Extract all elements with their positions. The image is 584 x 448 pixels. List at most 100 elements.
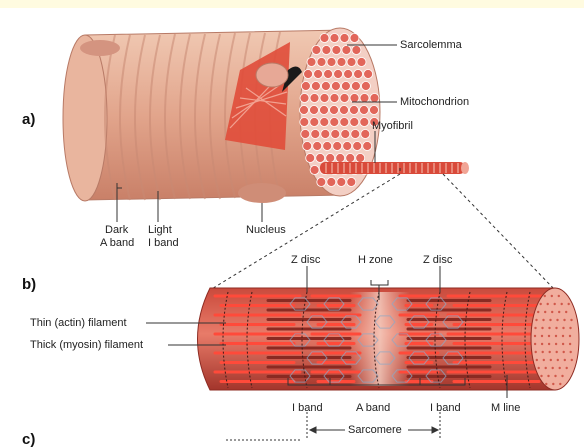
label-a-band-a: A band	[100, 237, 134, 249]
myofibril-cross-dot	[340, 106, 349, 115]
end-cap-dot	[551, 311, 553, 313]
panel-c-label: c)	[22, 432, 35, 448]
myofibril-cross-dot	[342, 46, 351, 55]
myofibril-cross-dot	[310, 118, 319, 127]
end-cap-dot	[557, 359, 559, 361]
myofibril-cross-dot	[317, 178, 326, 187]
myofibril-cross-dot	[351, 130, 360, 139]
label-z-disc-left: Z disc	[291, 254, 320, 266]
myofibril-cross-dot	[316, 154, 325, 163]
end-cap-dot	[541, 335, 543, 337]
end-cap-dot	[540, 303, 542, 305]
end-cap-dot	[559, 367, 561, 369]
myofibril-cross-dot	[301, 82, 310, 91]
myofibril-cross-dot	[310, 166, 319, 175]
myofibril-cross-dot	[350, 118, 359, 127]
end-cap-dot	[534, 343, 536, 345]
end-cap-dot	[544, 311, 546, 313]
myofibril-cross-dot	[337, 178, 346, 187]
myofibril-cross-dot	[370, 94, 379, 103]
myofibril-cross-dot	[341, 82, 350, 91]
myofibril-cross-dot	[337, 58, 346, 67]
myofibril-cross-dot	[307, 58, 316, 67]
myofibril-cross-dot	[324, 70, 333, 79]
myofibril-cross-dot	[364, 70, 373, 79]
myofibril-cross-dot	[303, 142, 312, 151]
myofibril-cross-dot	[336, 154, 345, 163]
surface-nucleus	[80, 40, 120, 56]
myofibril-cross-dot	[361, 130, 370, 139]
end-cap-dot	[554, 303, 556, 305]
end-cap-dot	[552, 383, 554, 385]
label-dark: Dark	[105, 224, 128, 236]
end-cap-dot	[541, 327, 543, 329]
end-cap-dot	[548, 327, 550, 329]
end-cap-dot	[559, 383, 561, 385]
myofibril-cross-dot	[310, 94, 319, 103]
myofibril-cross-dot	[322, 46, 331, 55]
end-cap-dot	[542, 319, 544, 321]
end-cap-dot	[535, 351, 537, 353]
myofibril-magnified	[198, 288, 580, 390]
myofibril-cross-dot	[360, 106, 369, 115]
label-sarcolemma: Sarcolemma	[400, 39, 462, 51]
myofibril-cross-dot	[370, 106, 379, 115]
myofibril-cross-dot	[360, 118, 369, 127]
end-cap-dot	[558, 311, 560, 313]
myofibril-cross-dot	[304, 70, 313, 79]
myofibril-cross-dot	[301, 130, 310, 139]
myofibril-cross-dot	[331, 82, 340, 91]
end-cap-dot	[569, 343, 571, 345]
label-thin-filament: Thin (actin) filament	[30, 317, 127, 329]
myofibril-cross-dot	[310, 106, 319, 115]
end-cap-dot	[547, 375, 549, 377]
label-i-band-left: I band	[292, 402, 323, 414]
myofibril-cross-dot	[334, 70, 343, 79]
myofibril-cross-dot	[347, 178, 356, 187]
end-cap-dot	[549, 351, 551, 353]
end-cap-dot	[537, 311, 539, 313]
myofibril-rod	[320, 162, 469, 174]
end-cap-dot	[542, 351, 544, 353]
myofibril-cross-dot	[300, 118, 309, 127]
end-cap-dot	[555, 327, 557, 329]
myofibril-cross-dot	[326, 154, 335, 163]
end-cap-dot	[562, 327, 564, 329]
end-cap-dot	[563, 351, 565, 353]
panel-a-label: a)	[22, 112, 35, 128]
myofibril-cross-dot	[330, 118, 339, 127]
myofibril-cross-dot	[354, 70, 363, 79]
myofibril-cross-dot	[341, 130, 350, 139]
end-cap-dot	[541, 343, 543, 345]
label-i-band-right: I band	[430, 402, 461, 414]
end-cap-dot	[551, 295, 553, 297]
end-cap-dot	[555, 343, 557, 345]
nucleus-bulge	[238, 183, 286, 203]
label-i-band-a: I band	[148, 237, 179, 249]
myofibril-cross-dot	[343, 142, 352, 151]
end-cap-dot	[570, 319, 572, 321]
myofibril-cross-dot	[330, 106, 339, 115]
label-sarcomere: Sarcomere	[348, 424, 402, 436]
label-myofibril: Myofibril	[372, 120, 413, 132]
myofibril-cross-dot	[317, 58, 326, 67]
end-cap-dot	[563, 319, 565, 321]
myofibril-cross-dot	[350, 106, 359, 115]
end-cap-dot	[555, 335, 557, 337]
myofibril-cross-dot	[311, 130, 320, 139]
end-cap-dot	[552, 367, 554, 369]
myofibril-cross-dot	[352, 46, 361, 55]
label-h-zone: H zone	[358, 254, 393, 266]
end-cap-dot	[534, 327, 536, 329]
myofibril-cross-dot	[360, 94, 369, 103]
label-mitochondrion: Mitochondrion	[400, 96, 469, 108]
end-cap-dot	[547, 303, 549, 305]
end-cap-dot	[535, 319, 537, 321]
end-cap-dot	[564, 359, 566, 361]
end-cap-dot	[536, 359, 538, 361]
myofibril-cross-dot	[314, 70, 323, 79]
end-cap-dot	[544, 295, 546, 297]
myofibril-cross-dot	[320, 118, 329, 127]
label-m-line: M line	[491, 402, 520, 414]
